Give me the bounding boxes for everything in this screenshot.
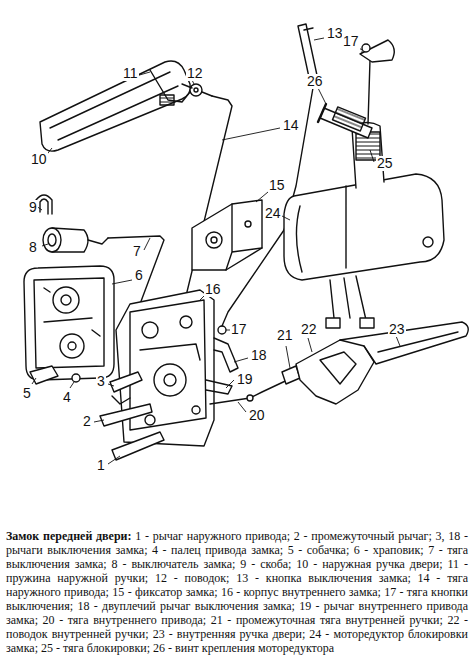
callout-number: 12 [186,66,204,81]
callout-number: 21 [276,328,294,343]
callout-number: 20 [248,408,266,423]
callout-number: 10 [30,152,48,167]
figure-caption: Замок передней двери: 1 - рычаг наружног… [6,529,468,655]
callout-number: 16 [204,282,222,297]
callout-number: 6 [134,268,144,283]
callout-number: 1 [96,458,106,473]
callout-number: 3 [96,374,106,389]
callout-number: 5 [22,386,32,401]
caption-title: Замок передней двери: [6,529,132,543]
callout-number: 17 [342,34,360,49]
callout-number: 22 [300,322,318,337]
callout-number: 24 [264,206,282,221]
callout-number: 14 [282,118,300,133]
callout-number: 13 [326,26,344,41]
door-lock-illustration [0,0,474,500]
callout-number: 23 [388,322,406,337]
caption-text: 1 - рычаг наружного привода; 2 - промежу… [6,529,468,655]
callout-number: 7 [132,244,142,259]
callout-number: 11 [122,66,139,81]
callout-number: 4 [62,390,72,405]
callout-number: 26 [306,74,324,89]
callout-number: 15 [268,178,286,193]
callout-number: 25 [376,156,394,171]
callout-number: 18 [250,348,268,363]
callout-number: 9 [28,200,38,215]
callout-number: 8 [28,240,38,255]
callout-number: 17 [230,322,248,337]
callout-number: 19 [236,372,254,387]
callout-number: 2 [82,414,92,429]
